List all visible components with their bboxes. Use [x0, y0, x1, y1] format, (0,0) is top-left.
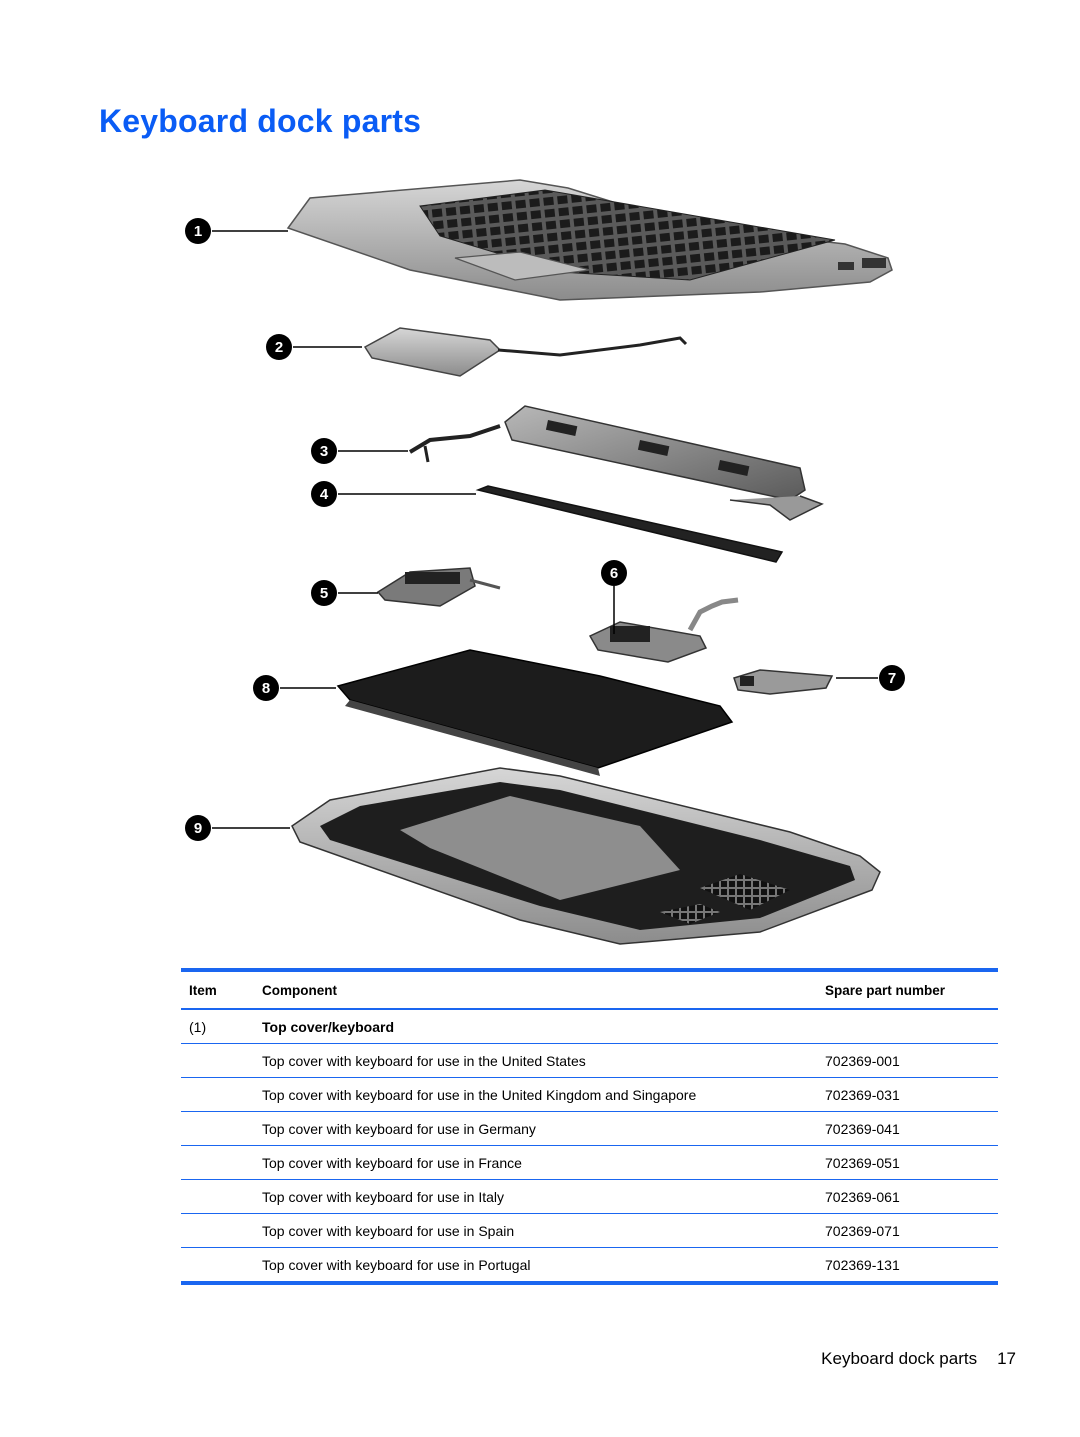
header-component: Component — [262, 970, 825, 1010]
row-component: Top cover with keyboard for use in Portu… — [262, 1256, 531, 1273]
callout-4: 4 — [311, 481, 476, 507]
header-item: Item — [181, 970, 262, 1010]
callout-3-label: 3 — [320, 443, 328, 460]
row-component: Top cover with keyboard for use in Germa… — [262, 1120, 536, 1137]
part-speaker — [376, 567, 501, 607]
row-spare-part-number: 702369-131 — [825, 1256, 900, 1273]
table-row: Top cover with keyboard for use in the U… — [181, 1044, 998, 1078]
callout-9-label: 9 — [194, 820, 202, 837]
part-audio-board — [588, 597, 739, 663]
part-usb-board — [733, 669, 834, 695]
part-top-cover-keyboard — [286, 179, 893, 301]
row-component: Top cover with keyboard for use in Franc… — [262, 1154, 522, 1171]
callout-4-label: 4 — [320, 486, 329, 503]
callout-9: 9 — [185, 815, 290, 841]
page-footer: Keyboard dock parts 17 — [821, 1349, 1016, 1369]
callout-8-label: 8 — [262, 680, 270, 697]
row-spare-part-number: 702369-041 — [825, 1120, 900, 1137]
row-spare-part-number: 702369-061 — [825, 1188, 900, 1205]
callout-8: 8 — [253, 675, 336, 701]
table-header-row: Item Component Spare part number — [181, 970, 998, 1010]
row-component: Top cover with keyboard for use in Italy — [262, 1188, 505, 1205]
footer-section-title: Keyboard dock parts — [821, 1349, 978, 1368]
row-spare-part-number: 702369-071 — [825, 1222, 900, 1239]
callout-1: 1 — [185, 218, 288, 244]
part-touchpad — [363, 327, 688, 377]
table-row: Top cover with keyboard for use in Portu… — [181, 1248, 998, 1284]
part-bracket — [475, 485, 784, 563]
page-title: Keyboard dock parts — [99, 103, 422, 139]
callout-6-label: 6 — [610, 565, 618, 582]
exploded-parts-illustration: 1 2 3 4 5 6 7 8 9 — [185, 179, 905, 945]
callout-2: 2 — [266, 334, 362, 360]
table-row: Top cover with keyboard for use in Franc… — [181, 1146, 998, 1180]
row-spare-part-number: 702369-031 — [825, 1086, 900, 1103]
row-spare-part-number: 702369-001 — [825, 1052, 900, 1069]
callout-3: 3 — [311, 438, 408, 464]
callout-5: 5 — [311, 580, 378, 606]
callout-2-label: 2 — [275, 339, 283, 356]
group-item: (1) — [189, 1018, 207, 1035]
group-component: Top cover/keyboard — [262, 1018, 395, 1035]
callout-7: 7 — [836, 665, 905, 691]
table-row: Top cover with keyboard for use in the U… — [181, 1078, 998, 1112]
table-group-row: (1) Top cover/keyboard — [181, 1009, 998, 1044]
part-base-enclosure — [291, 767, 881, 945]
table-row: Top cover with keyboard for use in Germa… — [181, 1112, 998, 1146]
row-component: Top cover with keyboard for use in the U… — [262, 1052, 586, 1069]
part-hinge-assembly — [408, 405, 824, 521]
header-spare-part-number: Spare part number — [825, 970, 998, 1010]
table-row: Top cover with keyboard for use in Spain… — [181, 1214, 998, 1248]
row-component: Top cover with keyboard for use in the U… — [262, 1086, 697, 1103]
page-number: 17 — [997, 1349, 1016, 1368]
callout-7-label: 7 — [888, 670, 896, 687]
row-spare-part-number: 702369-051 — [825, 1154, 900, 1171]
part-battery — [336, 649, 734, 776]
callout-1-label: 1 — [194, 223, 202, 240]
callout-5-label: 5 — [320, 585, 328, 602]
table-row: Top cover with keyboard for use in Italy… — [181, 1180, 998, 1214]
callout-6: 6 — [601, 560, 627, 634]
spare-parts-table: Item Component Spare part number (1) Top… — [181, 968, 998, 1285]
row-component: Top cover with keyboard for use in Spain — [262, 1222, 515, 1239]
